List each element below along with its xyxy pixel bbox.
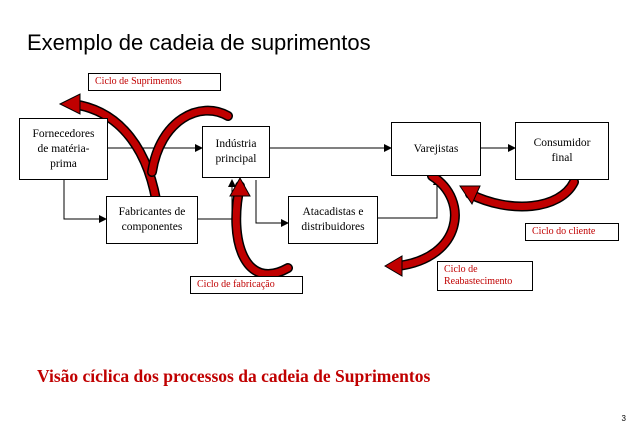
cycle-arrow-fabricacao [229, 176, 293, 279]
node-atacadistas-label: Atacadistas e distribuidores [301, 206, 365, 233]
cycle-label-suprimentos: Ciclo de Suprimentos [88, 73, 221, 91]
node-fabricantes: Fabricantes de componentes [106, 196, 198, 244]
slide-subtitle: Visão cíclica dos processos da cadeia de… [37, 366, 431, 386]
node-varejistas-label: Varejistas [413, 142, 459, 155]
connector-fornecedores-fabricantes [63, 180, 107, 223]
cycle-label-cliente: Ciclo do cliente [525, 223, 619, 241]
cycle-label-reabastecimento: Ciclo de Reabastecimento [437, 261, 533, 291]
node-consumidor: Consumidor final [515, 122, 609, 180]
connector-industria-atacadistas [255, 180, 289, 227]
node-consumidor-label: Consumidor final [533, 137, 591, 164]
page-number: 3 [621, 414, 626, 423]
slide-title: Exemplo de cadeia de suprimentos [27, 30, 371, 55]
connector-fabricantes-industria [198, 179, 236, 220]
node-fornecedores-label: Fornecedores de matéria- prima [32, 127, 95, 170]
node-fornecedores: Fornecedores de matéria- prima [19, 118, 108, 180]
connector-atacadistas-varejistas [378, 177, 441, 219]
node-industria: Indústria principal [202, 126, 270, 178]
node-atacadistas: Atacadistas e distribuidores [288, 196, 378, 244]
node-fabricantes-label: Fabricantes de componentes [118, 206, 186, 233]
cycle-label-fabricacao: Ciclo de fabricação [190, 276, 303, 294]
node-varejistas: Varejistas [391, 122, 481, 176]
cycle-arrow-suprimentos [58, 93, 233, 217]
node-industria-label: Indústria principal [215, 138, 257, 165]
cycle-arrow-reabastecimento [384, 171, 460, 277]
cycle-arrow-cliente [459, 177, 579, 212]
